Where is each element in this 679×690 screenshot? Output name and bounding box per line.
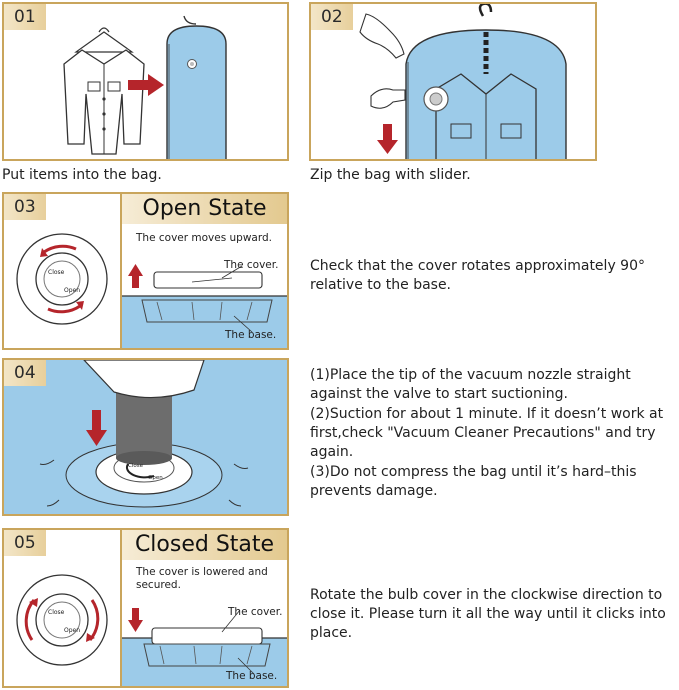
step-number: 03: [4, 194, 46, 220]
cover-label: The cover.: [228, 606, 283, 618]
step-01-panel: 01: [2, 2, 289, 161]
step-02-caption: Zip the bag with slider.: [310, 167, 471, 183]
dial-open-label: Open: [148, 475, 163, 481]
open-state-title: Open State: [122, 194, 287, 224]
step-03-description: Check that the cover rotates approximate…: [310, 258, 645, 293]
step-04-line1: (1)Place the tip of the vacuum nozzle st…: [310, 367, 631, 402]
dial-close-label: Close: [48, 609, 65, 616]
step-number: 01: [4, 4, 46, 30]
dial-close-label: Close: [128, 463, 143, 469]
panel-divider: [120, 530, 122, 686]
dial-open-label: Open: [64, 627, 81, 634]
step-04-line2: (2)Suction for about 1 minute. If it doe…: [310, 406, 664, 460]
base-label: The base.: [226, 670, 278, 682]
cover-label: The cover.: [224, 259, 279, 271]
closed-state-subtitle: The cover is lowered and secured.: [136, 566, 268, 591]
step-number: 04: [4, 360, 46, 386]
panel-divider: [120, 194, 122, 348]
closed-dial-illustration: [16, 574, 108, 666]
open-dial-illustration: [16, 233, 108, 325]
step-04-panel: 04 Close Open: [2, 358, 289, 516]
base-label: The base.: [225, 329, 277, 341]
jacket-illustration: [63, 15, 227, 159]
open-state-subtitle: The cover moves upward.: [136, 232, 273, 244]
step-01-caption: Put items into the bag.: [2, 167, 162, 183]
step-03-panel: 03 Open State Close Open The cover moves…: [2, 192, 289, 350]
step-number: 02: [311, 4, 353, 30]
step-05-panel: 05 Closed State Close Open The cover is …: [2, 528, 289, 688]
step-02-panel: 02: [309, 2, 597, 161]
closed-state-title: Closed State: [122, 530, 287, 560]
closed-cover-illustration: [122, 608, 287, 686]
open-cover-illustration: [122, 264, 287, 348]
vacuum-nozzle-illustration: [39, 360, 249, 508]
dial-close-label: Close: [48, 269, 65, 276]
zip-bag-illustration: [359, 4, 567, 159]
step-number: 05: [4, 530, 46, 556]
step-05-description: Rotate the bulb cover in the clockwise d…: [310, 587, 666, 641]
step-04-line3: (3)Do not compress the bag until it’s ha…: [310, 464, 637, 499]
dial-open-label: Open: [64, 287, 81, 294]
